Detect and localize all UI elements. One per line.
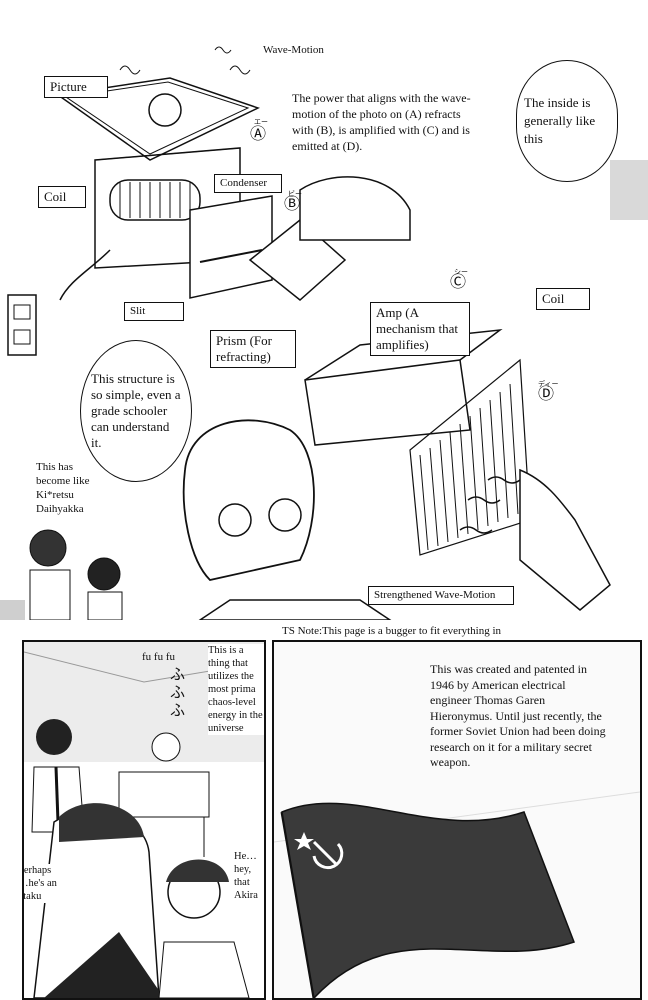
kiretsu-text: This has become like Ki*retsu Daihyakka bbox=[36, 461, 90, 515]
marker-d: Ⓓ bbox=[538, 386, 555, 403]
structure-speech-bubble: This structure is so simple, even a grad… bbox=[80, 340, 192, 482]
ruby-a: エー bbox=[254, 118, 268, 126]
chaos-text: This is a thing that utilizes the most p… bbox=[208, 644, 264, 735]
marker-c: Ⓒ bbox=[450, 274, 467, 291]
amp-label: Amp (A mechanism that amplifies) bbox=[370, 302, 470, 356]
marker-b: Ⓑ bbox=[284, 196, 301, 213]
slit-label: Slit bbox=[124, 302, 184, 321]
picture-label: Picture bbox=[44, 76, 108, 98]
inside-speech-bubble: The inside is generally like this bbox=[516, 60, 618, 182]
ts-note: TS Note:This page is a bugger to fit eve… bbox=[282, 625, 502, 637]
fufufu-text: fu fu fu bbox=[142, 651, 175, 663]
marker-a: Ⓐ bbox=[250, 126, 267, 143]
prism-label: Prism (For refracting) bbox=[210, 330, 296, 368]
wave-motion-label: Wave-Motion bbox=[258, 40, 334, 60]
bottom-left-panel: fu fu fu ふふふ This is a thing that utiliz… bbox=[22, 640, 266, 1000]
structure-speech-text: This structure is so simple, even a grad… bbox=[91, 371, 181, 450]
ruby-b: ビー bbox=[288, 190, 302, 198]
soviet-flag-illustration bbox=[274, 642, 640, 998]
inside-speech-text: The inside is generally like this bbox=[524, 95, 596, 146]
top-panel: Wave-Motion Picture Coil Condenser Slit … bbox=[0, 40, 648, 620]
explanation-text: The power that aligns with the wave-moti… bbox=[292, 91, 471, 153]
device-illustration bbox=[0, 46, 648, 620]
akira-text: He… hey, that Akira bbox=[234, 850, 264, 902]
ruby-c: シー bbox=[454, 268, 468, 276]
bottom-right-panel: This was created and patented in 1946 by… bbox=[272, 640, 642, 1000]
coil-left-label: Coil bbox=[38, 186, 86, 208]
coil-right-label: Coil bbox=[536, 288, 590, 310]
strengthened-wave-label: Strengthened Wave-Motion bbox=[368, 586, 514, 605]
otaku-text: Perhaps …he's an otaku bbox=[24, 864, 62, 903]
history-text: This was created and patented in 1946 by… bbox=[430, 662, 606, 769]
fufufu-jp-text: ふふふ bbox=[170, 667, 186, 719]
ruby-d: ディー bbox=[538, 380, 559, 388]
condenser-label: Condenser bbox=[214, 174, 282, 193]
